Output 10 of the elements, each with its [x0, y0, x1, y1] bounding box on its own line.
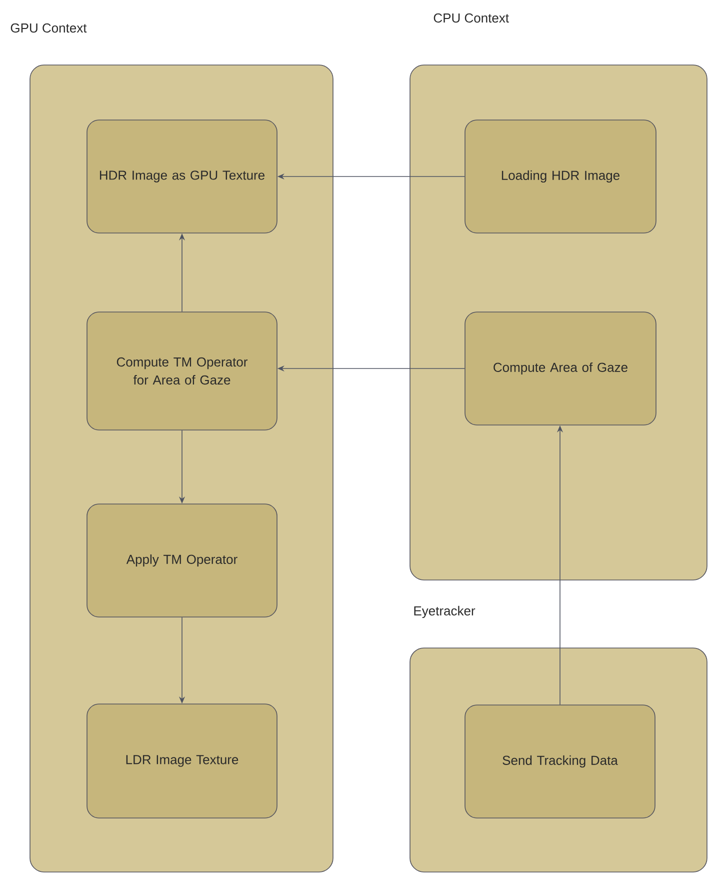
- container-heading: CPU Context: [434, 13, 509, 23]
- process-box: Compute Area of Gaze: [464, 312, 656, 426]
- process-box: Compute TM Operator for Area of Gaze: [86, 312, 278, 430]
- process-box: Send Tracking Data: [464, 704, 656, 818]
- container-heading: GPU Context: [10, 23, 87, 33]
- process-box: Apply TM Operator: [86, 504, 278, 618]
- process-box: Loading HDR Image: [464, 120, 656, 234]
- container-heading: Eyetracker: [414, 606, 476, 618]
- process-box: HDR Image as GPU Texture: [86, 120, 278, 234]
- process-box: LDR Image Texture: [86, 704, 278, 818]
